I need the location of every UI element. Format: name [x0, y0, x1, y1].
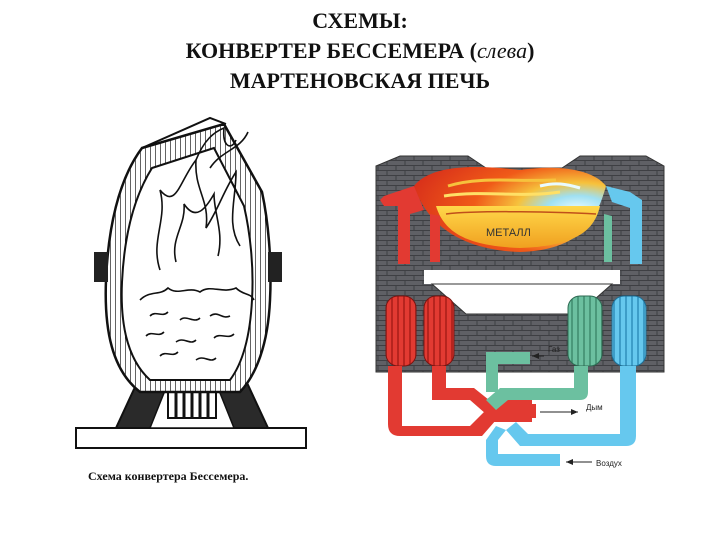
hot-duct-right [432, 366, 494, 414]
converter-caption: Схема конвертера Бессемера. [88, 469, 248, 483]
converter-cavity [120, 146, 254, 381]
metal-label: МЕТАЛЛ [486, 227, 531, 239]
air-duct [506, 366, 636, 446]
converter-base [75, 427, 307, 449]
regenerator-2 [423, 295, 455, 367]
air-inlet-duct [486, 440, 560, 466]
gas-label: Газ [548, 345, 560, 354]
title-line-3: МАРТЕНОВСКАЯ ПЕЧЬ [229, 68, 491, 93]
trunnion-right [268, 252, 282, 282]
regenerator-1 [385, 295, 417, 367]
title-block: СХЕМЫ: КОНВЕРТЕР БЕССЕМЕРА (слева) МАРТЕ… [0, 6, 720, 96]
molten-charge [139, 286, 255, 361]
regenerator-4 [611, 295, 647, 367]
regenerator-3 [567, 295, 603, 367]
right-port-duct [606, 186, 642, 264]
smoke-label: Дым [586, 403, 603, 412]
converter-flames-icon [156, 126, 249, 271]
title-line-2-italic: слева [477, 38, 528, 63]
gas-duct [486, 366, 588, 410]
title-line-2-end: ) [527, 38, 535, 63]
title-line-2-main: КОНВЕРТЕР БЕССЕМЕРА ( [185, 38, 477, 63]
air-label: Воздух [596, 459, 622, 468]
left-port-duct [380, 186, 424, 264]
hot-duct-left [388, 366, 496, 436]
title-line-2: КОНВЕРТЕР БЕССЕМЕРА (слева) [0, 36, 720, 66]
trunnion-left [94, 252, 108, 282]
metal-bath [436, 206, 600, 248]
title-line-1: СХЕМЫ: [312, 8, 408, 33]
bessemer-converter [75, 116, 307, 449]
gas-inlet-duct [486, 352, 530, 392]
furnace-flame-icon [443, 178, 581, 198]
open-hearth-furnace: МЕТАЛЛ Газ Дым [375, 155, 665, 468]
